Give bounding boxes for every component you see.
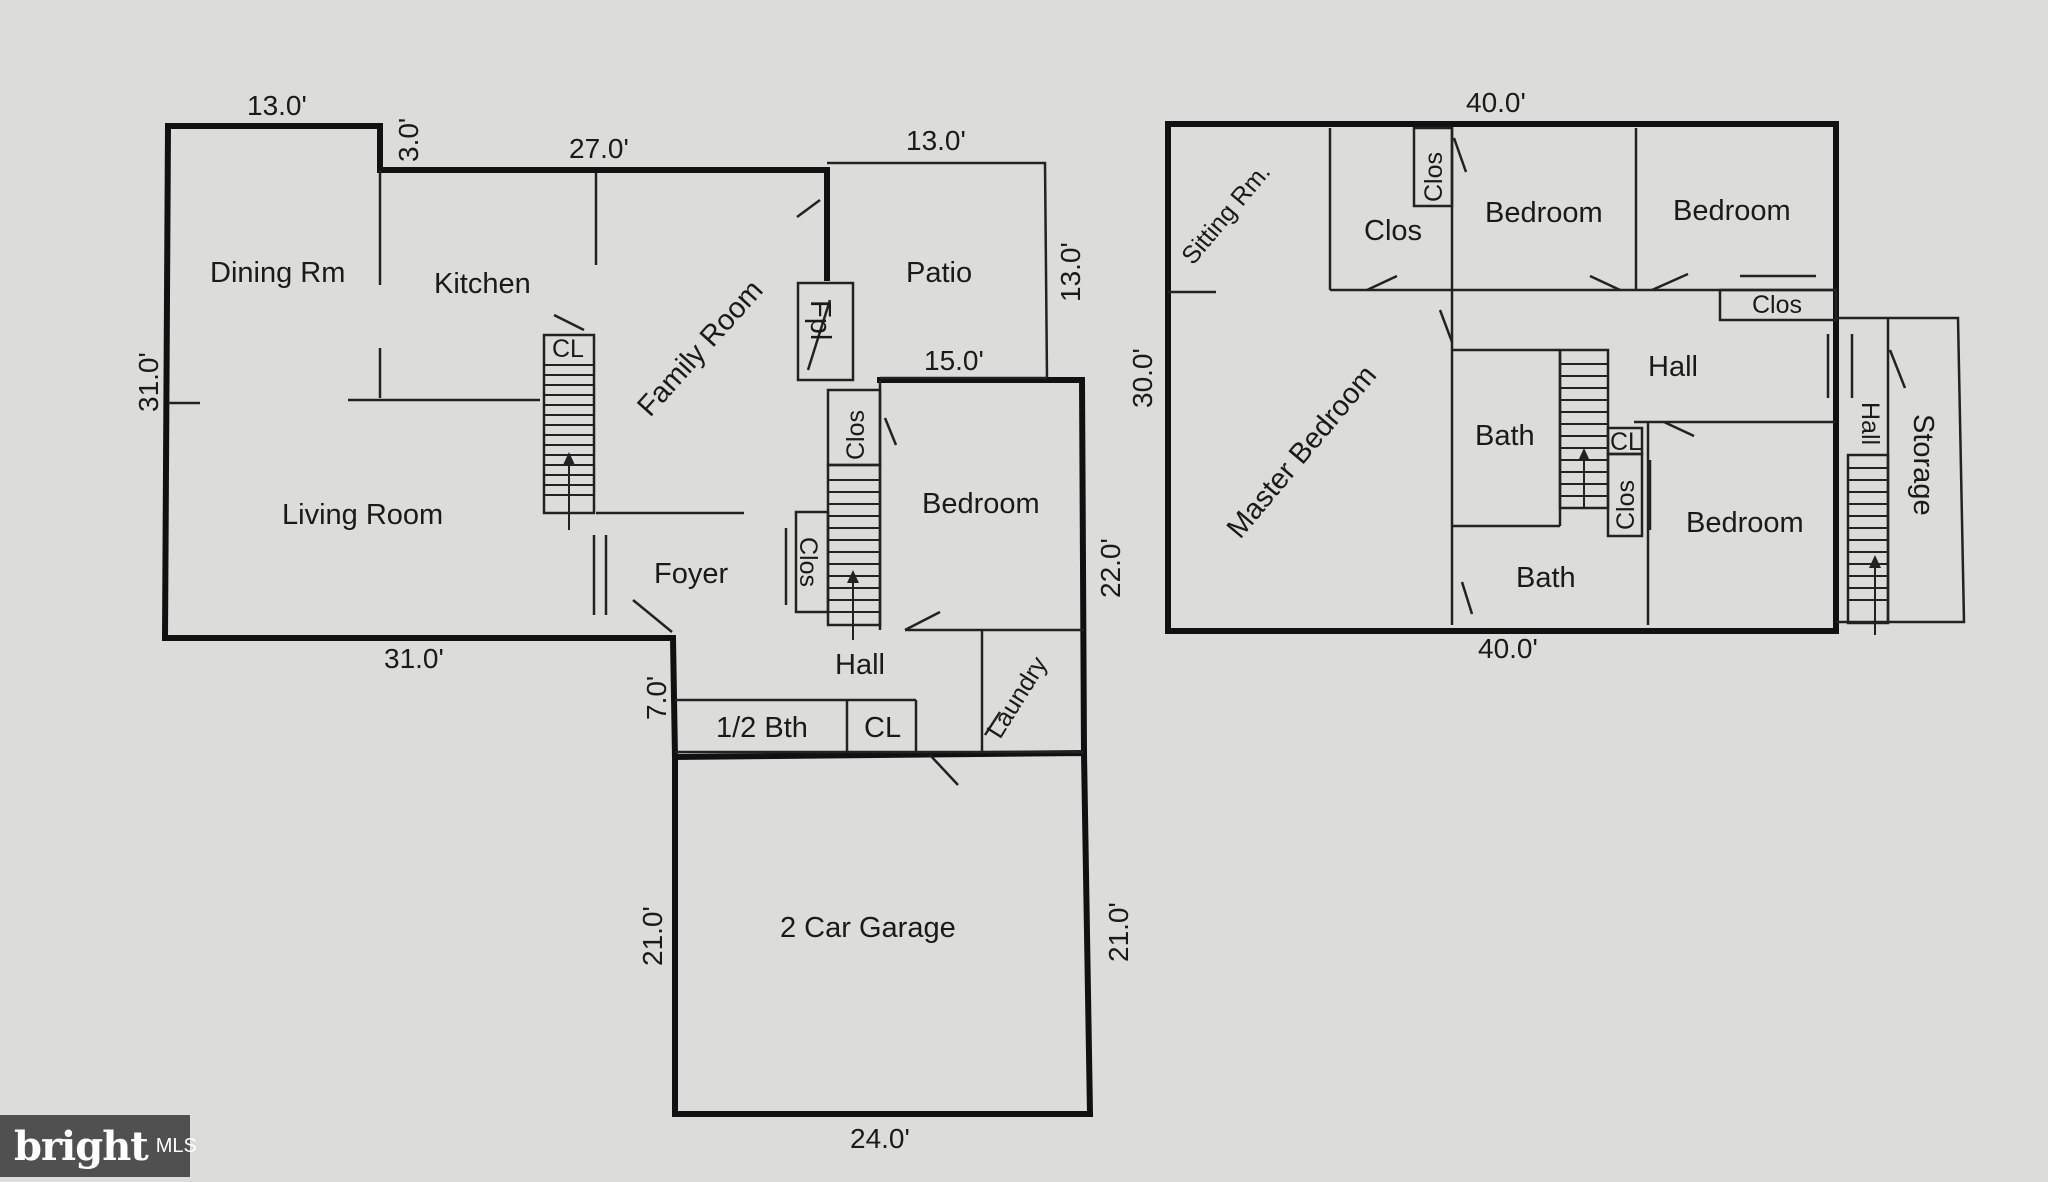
second-floor-plan: Sitting Rm. Clos Clos Bedroom Bedroom Cl… xyxy=(1127,87,1966,664)
family-room-label: Family Room xyxy=(631,274,769,422)
closet-stair-label: Clos xyxy=(794,537,822,587)
sitting-room-label: Sitting Rm. xyxy=(1176,158,1276,270)
watermark-suffix: MLS xyxy=(155,1134,197,1157)
dim-second-top-width: 40.0' xyxy=(1466,87,1526,118)
closet-narrow-label: Clos xyxy=(1420,152,1448,202)
closet-v-label: Clos xyxy=(1612,480,1640,530)
closet-main-label: Clos xyxy=(1364,215,1422,247)
stairs-left-treads xyxy=(544,364,594,530)
bedroom-1-label: Bedroom xyxy=(1485,197,1603,229)
fireplace-box xyxy=(796,281,855,382)
bath-2-label: Bath xyxy=(1516,562,1576,594)
bright-mls-watermark: bright MLS xyxy=(0,1115,197,1177)
first-floor-left-wall xyxy=(161,122,679,761)
stairs-side-arrow-icon xyxy=(1869,555,1881,568)
dim-bath-depth: 7.0' xyxy=(641,676,672,720)
living-room-label: Living Room xyxy=(282,499,443,531)
storage-label: Storage xyxy=(1907,414,1939,516)
garage-outer-wall xyxy=(671,749,1094,1117)
bedroom-3-label: Bedroom xyxy=(1686,507,1804,539)
dining-room-label: Dining Rm xyxy=(210,257,345,289)
dim-kitchen-width: 27.0' xyxy=(569,133,629,164)
patio-outline xyxy=(827,161,1049,379)
kitchen-label: Kitchen xyxy=(434,268,531,300)
stairs-center-arrow-icon xyxy=(847,570,859,583)
watermark-logo: bright xyxy=(14,1122,149,1170)
first-floor-plan: Dining Rm Kitchen Family Room Fpl Patio … xyxy=(133,90,1134,1154)
patio-label: Patio xyxy=(906,257,972,289)
closet-stairs-label: CL xyxy=(552,335,584,363)
fireplace-label: Fpl xyxy=(804,300,836,340)
hall-side-label: Hall xyxy=(1856,402,1884,445)
closet-cl-label: CL xyxy=(1610,428,1642,456)
dim-patio-depth: 13.0' xyxy=(1055,242,1086,302)
stairs-center-treads xyxy=(828,479,880,640)
dim-second-bottom-width: 40.0' xyxy=(1478,633,1538,664)
dim-bottom-width: 31.0' xyxy=(384,643,444,674)
closet-hall-label: Clos xyxy=(842,410,870,460)
dim-patio-width: 13.0' xyxy=(906,125,966,156)
dim-garage-left: 21.0' xyxy=(637,906,668,966)
dim-left-depth: 31.0' xyxy=(133,352,164,412)
dim-garage-width: 24.0' xyxy=(850,1123,910,1154)
second-floor-outer-wall xyxy=(1165,121,1839,634)
closet-stair-box xyxy=(794,510,830,614)
dim-step-depth: 3.0' xyxy=(393,118,424,162)
storage-outline xyxy=(1836,316,1966,624)
stairs-second-arrow-icon xyxy=(1578,448,1590,461)
stairs-left-arrow-icon xyxy=(563,452,575,465)
closet-right-label: Clos xyxy=(1752,291,1802,319)
hall-label: Hall xyxy=(835,649,885,681)
dim-garage-right: 21.0' xyxy=(1103,902,1134,962)
dim-dining-width: 13.0' xyxy=(247,90,307,121)
garage-label: 2 Car Garage xyxy=(780,912,956,944)
dim-second-left-depth: 30.0' xyxy=(1127,348,1158,408)
closet-narrow-box xyxy=(1412,126,1454,208)
hall-second-label: Hall xyxy=(1648,351,1698,383)
bedroom-2-label: Bedroom xyxy=(1673,195,1791,227)
bath-1-label: Bath xyxy=(1475,420,1535,452)
first-floor-outer-wall xyxy=(165,123,830,281)
dim-bedroom-depth: 22.0' xyxy=(1095,538,1126,598)
bedroom-outer-wall xyxy=(877,377,1088,756)
bedroom-label: Bedroom xyxy=(922,488,1040,520)
closet-right-box xyxy=(1718,288,1838,322)
dim-bedroom-width: 15.0' xyxy=(924,345,984,376)
stairs-side-treads xyxy=(1848,467,1888,635)
master-bedroom-label: Master Bedroom xyxy=(1221,360,1383,545)
foyer-label: Foyer xyxy=(654,558,728,590)
closet-bath-label: CL xyxy=(864,712,901,744)
closet-v-box xyxy=(1606,452,1644,538)
stairs-second-treads xyxy=(1560,363,1608,508)
laundry-label: Laundry xyxy=(981,651,1053,743)
half-bath-label: 1/2 Bth xyxy=(716,712,808,744)
